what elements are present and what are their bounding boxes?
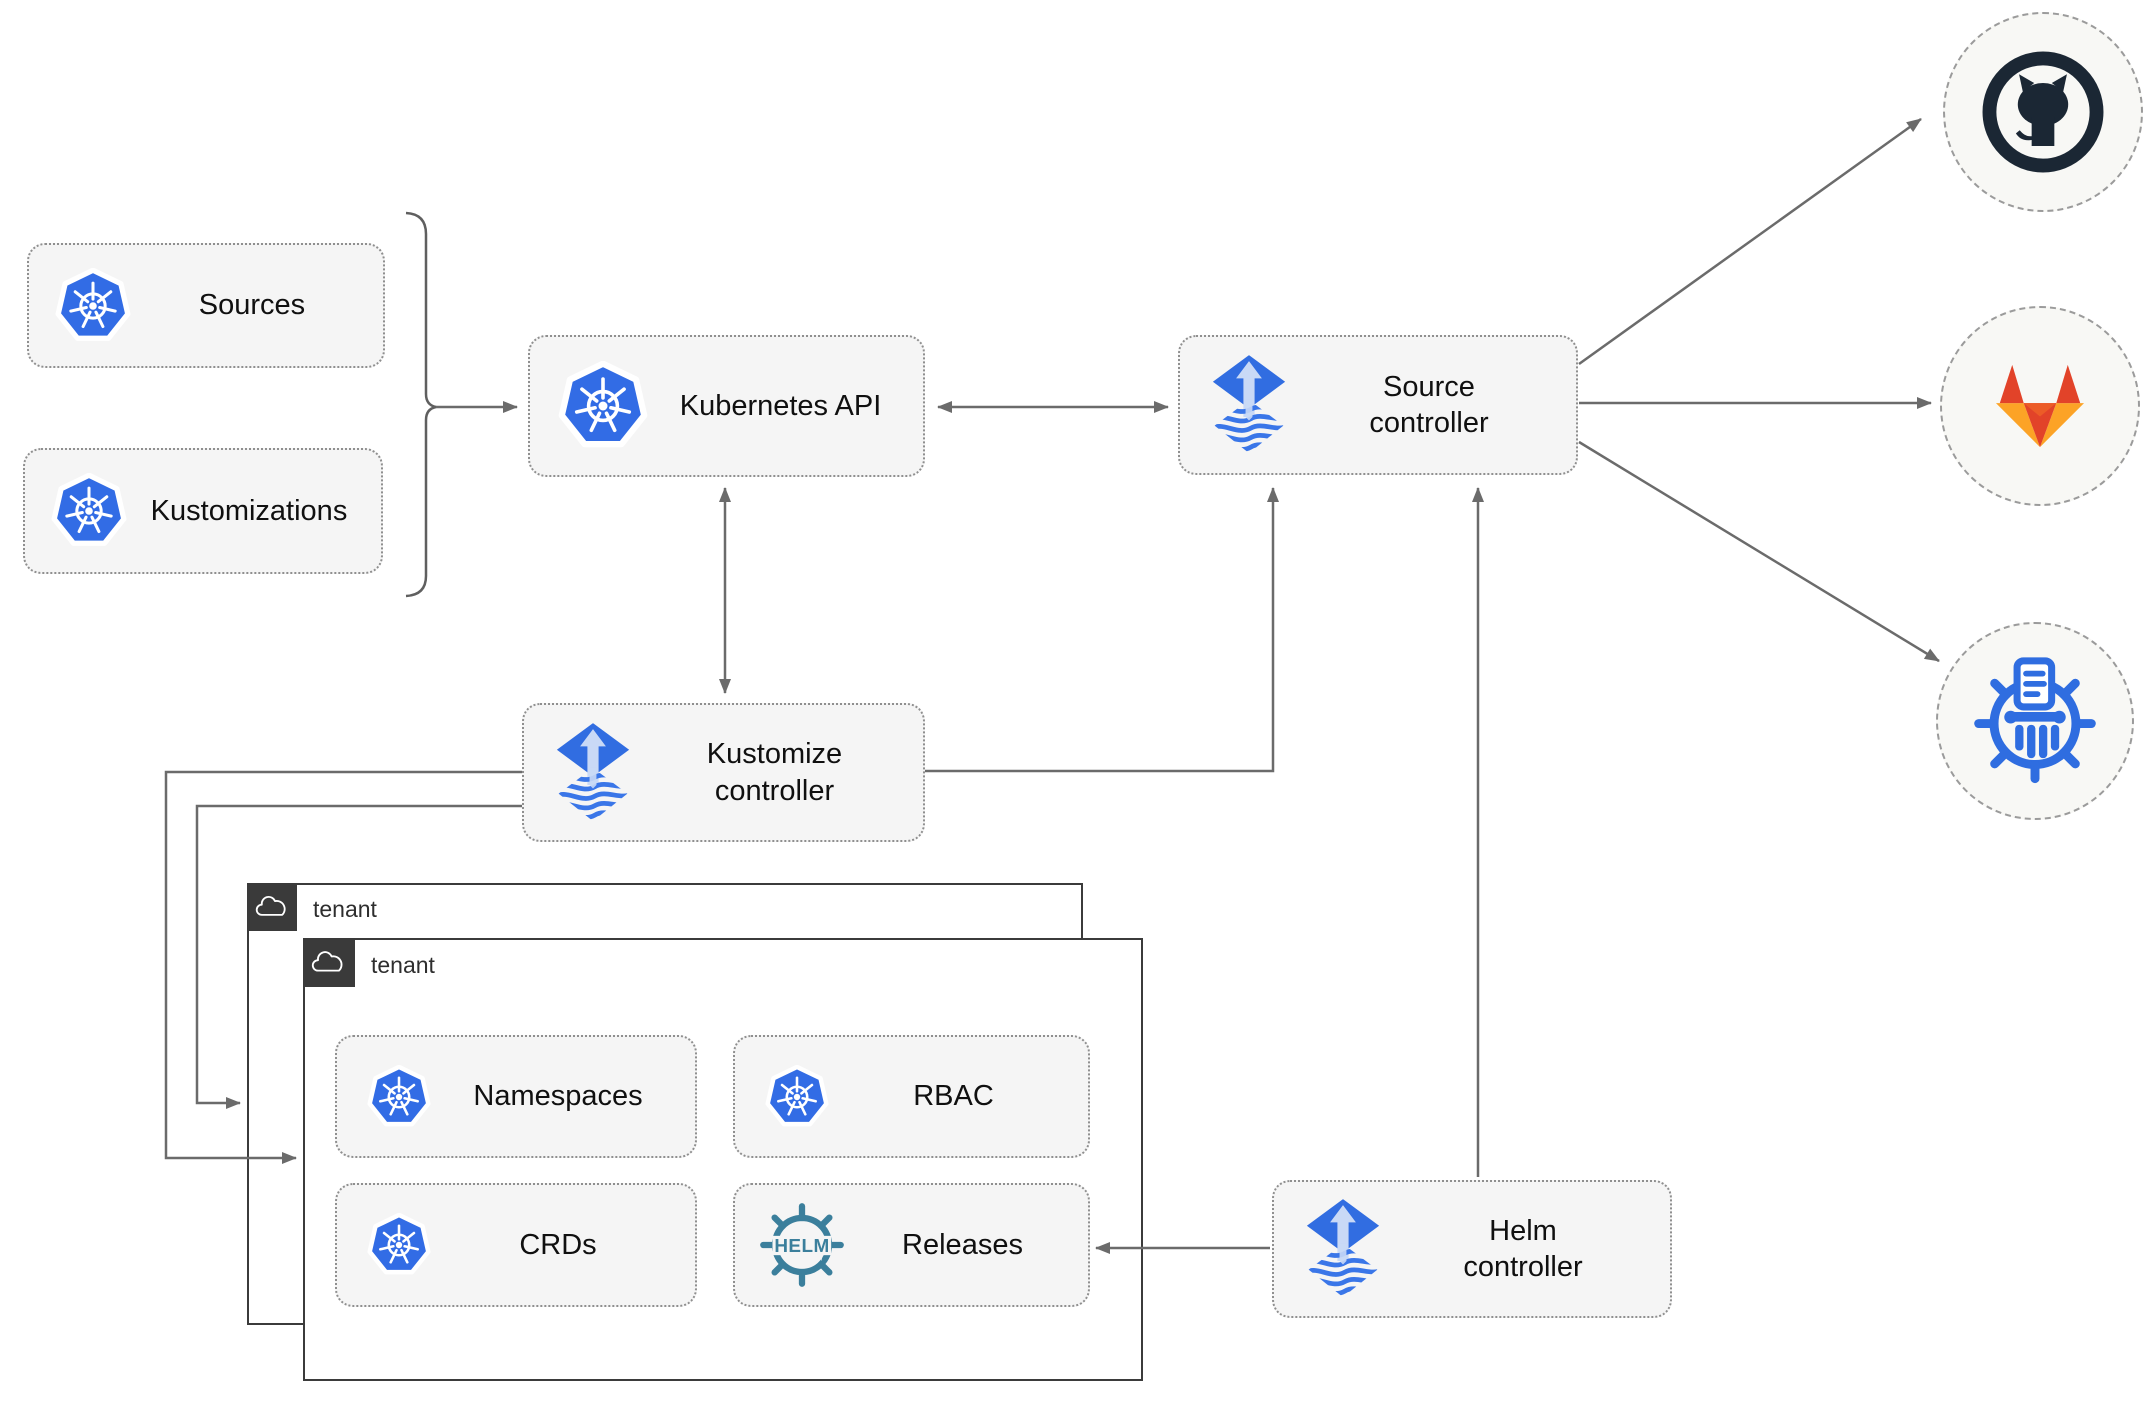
kubernetes-icon — [765, 1065, 829, 1129]
flux-icon — [1300, 1199, 1386, 1299]
endpoint-chartmuseum — [1936, 622, 2134, 820]
node-source-controller: Source controller — [1178, 335, 1578, 475]
node-helm-controller: Helm controller — [1272, 1180, 1672, 1318]
node-label: Helm controller — [1463, 1214, 1583, 1283]
helm-icon — [757, 1200, 847, 1290]
flux-icon — [550, 723, 636, 823]
flux-icon — [1206, 355, 1292, 455]
node-crds: CRDs — [335, 1183, 697, 1307]
node-label: RBAC — [913, 1080, 994, 1113]
tenant-group-front: tenant — [302, 937, 1143, 1381]
tenant-badge — [246, 882, 297, 931]
chart-repository-icon — [1971, 657, 2099, 785]
node-label: Kustomizations — [150, 494, 348, 527]
bracket-sources-group — [405, 211, 437, 598]
connector-kustomizectrl-to-sourcectrl — [925, 487, 1279, 773]
node-namespaces: Namespaces — [335, 1035, 697, 1158]
github-icon — [1980, 49, 2106, 175]
kubernetes-icon — [558, 361, 648, 451]
node-kustomizations: Kustomizations — [23, 448, 383, 574]
node-label: Source controller — [1369, 370, 1489, 439]
node-sources: Sources — [27, 243, 385, 368]
node-kubernetes-api: Kubernetes API — [528, 335, 925, 477]
kubernetes-icon — [367, 1213, 431, 1277]
node-label: Kustomize controller — [706, 738, 843, 807]
endpoint-github — [1943, 12, 2143, 212]
tenant-badge — [302, 937, 355, 987]
tenant-label: tenant — [313, 896, 377, 922]
node-releases: Releases — [733, 1183, 1090, 1307]
cloud-icon — [254, 894, 290, 919]
kubernetes-icon — [51, 473, 127, 549]
kubernetes-icon — [55, 268, 131, 344]
connector-sourcectrl-to-github — [1578, 117, 1922, 366]
tenant-label: tenant — [371, 952, 435, 978]
endpoint-gitlab — [1940, 306, 2140, 506]
node-label: Namespaces — [473, 1080, 643, 1113]
kubernetes-icon — [367, 1065, 431, 1129]
node-label: CRDs — [519, 1228, 597, 1261]
node-label: Sources — [198, 289, 306, 322]
node-rbac: RBAC — [733, 1035, 1090, 1158]
node-label: Releases — [902, 1228, 1023, 1261]
gitlab-icon — [1992, 361, 2088, 451]
node-label: Kubernetes API — [679, 389, 882, 422]
cloud-icon — [310, 949, 347, 975]
node-kustomize-controller: Kustomize controller — [522, 703, 925, 842]
connector-sourcectrl-to-chartmuseum — [1578, 440, 1940, 663]
